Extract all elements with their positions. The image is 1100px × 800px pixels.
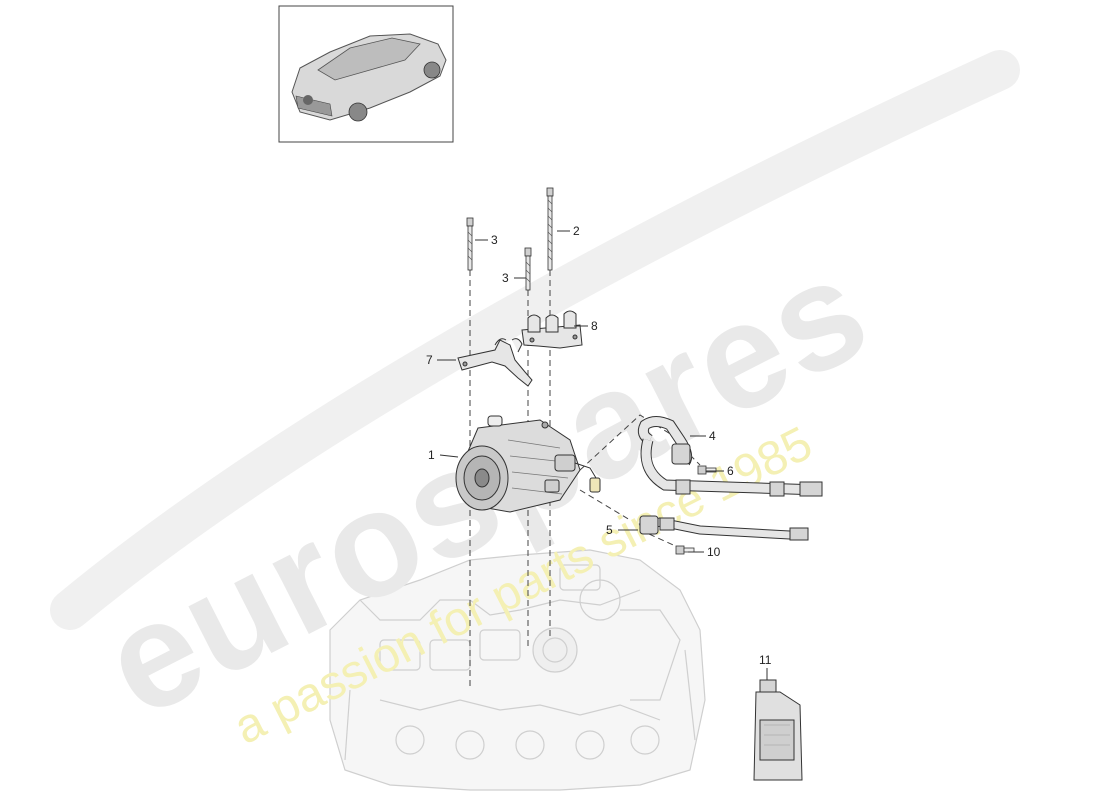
callout-2: 2	[573, 224, 580, 238]
bolt-2	[546, 187, 554, 271]
callout-8: 8	[591, 319, 598, 333]
callout-6: 6	[727, 464, 734, 478]
bolt-3-center	[524, 247, 532, 291]
bracket-7	[457, 338, 533, 387]
ac-compressor-icon	[455, 415, 601, 513]
callout-11: 11	[759, 653, 772, 667]
callout-3-lower: 3	[502, 271, 509, 285]
bolt-3-left	[466, 217, 474, 271]
callout-10: 10	[707, 545, 721, 559]
bolt-10	[675, 545, 695, 555]
callout-7: 7	[426, 353, 433, 367]
leader-lines	[437, 230, 768, 680]
refrigerant-hose-5	[638, 515, 809, 541]
bracket-8	[521, 310, 583, 349]
refrigerant-hose-4	[637, 416, 823, 497]
oil-bottle-icon	[753, 679, 803, 781]
engine-block-ghost	[329, 549, 706, 791]
bolt-6	[697, 465, 717, 475]
callout-1: 1	[428, 448, 435, 462]
callout-4: 4	[709, 429, 716, 443]
car-thumbnail-icon	[278, 5, 454, 143]
callout-5: 5	[606, 523, 613, 537]
callout-labels: 1 2 3 3 4 5 6 7 8 10 11	[426, 224, 772, 667]
callout-3-upper: 3	[491, 233, 498, 247]
